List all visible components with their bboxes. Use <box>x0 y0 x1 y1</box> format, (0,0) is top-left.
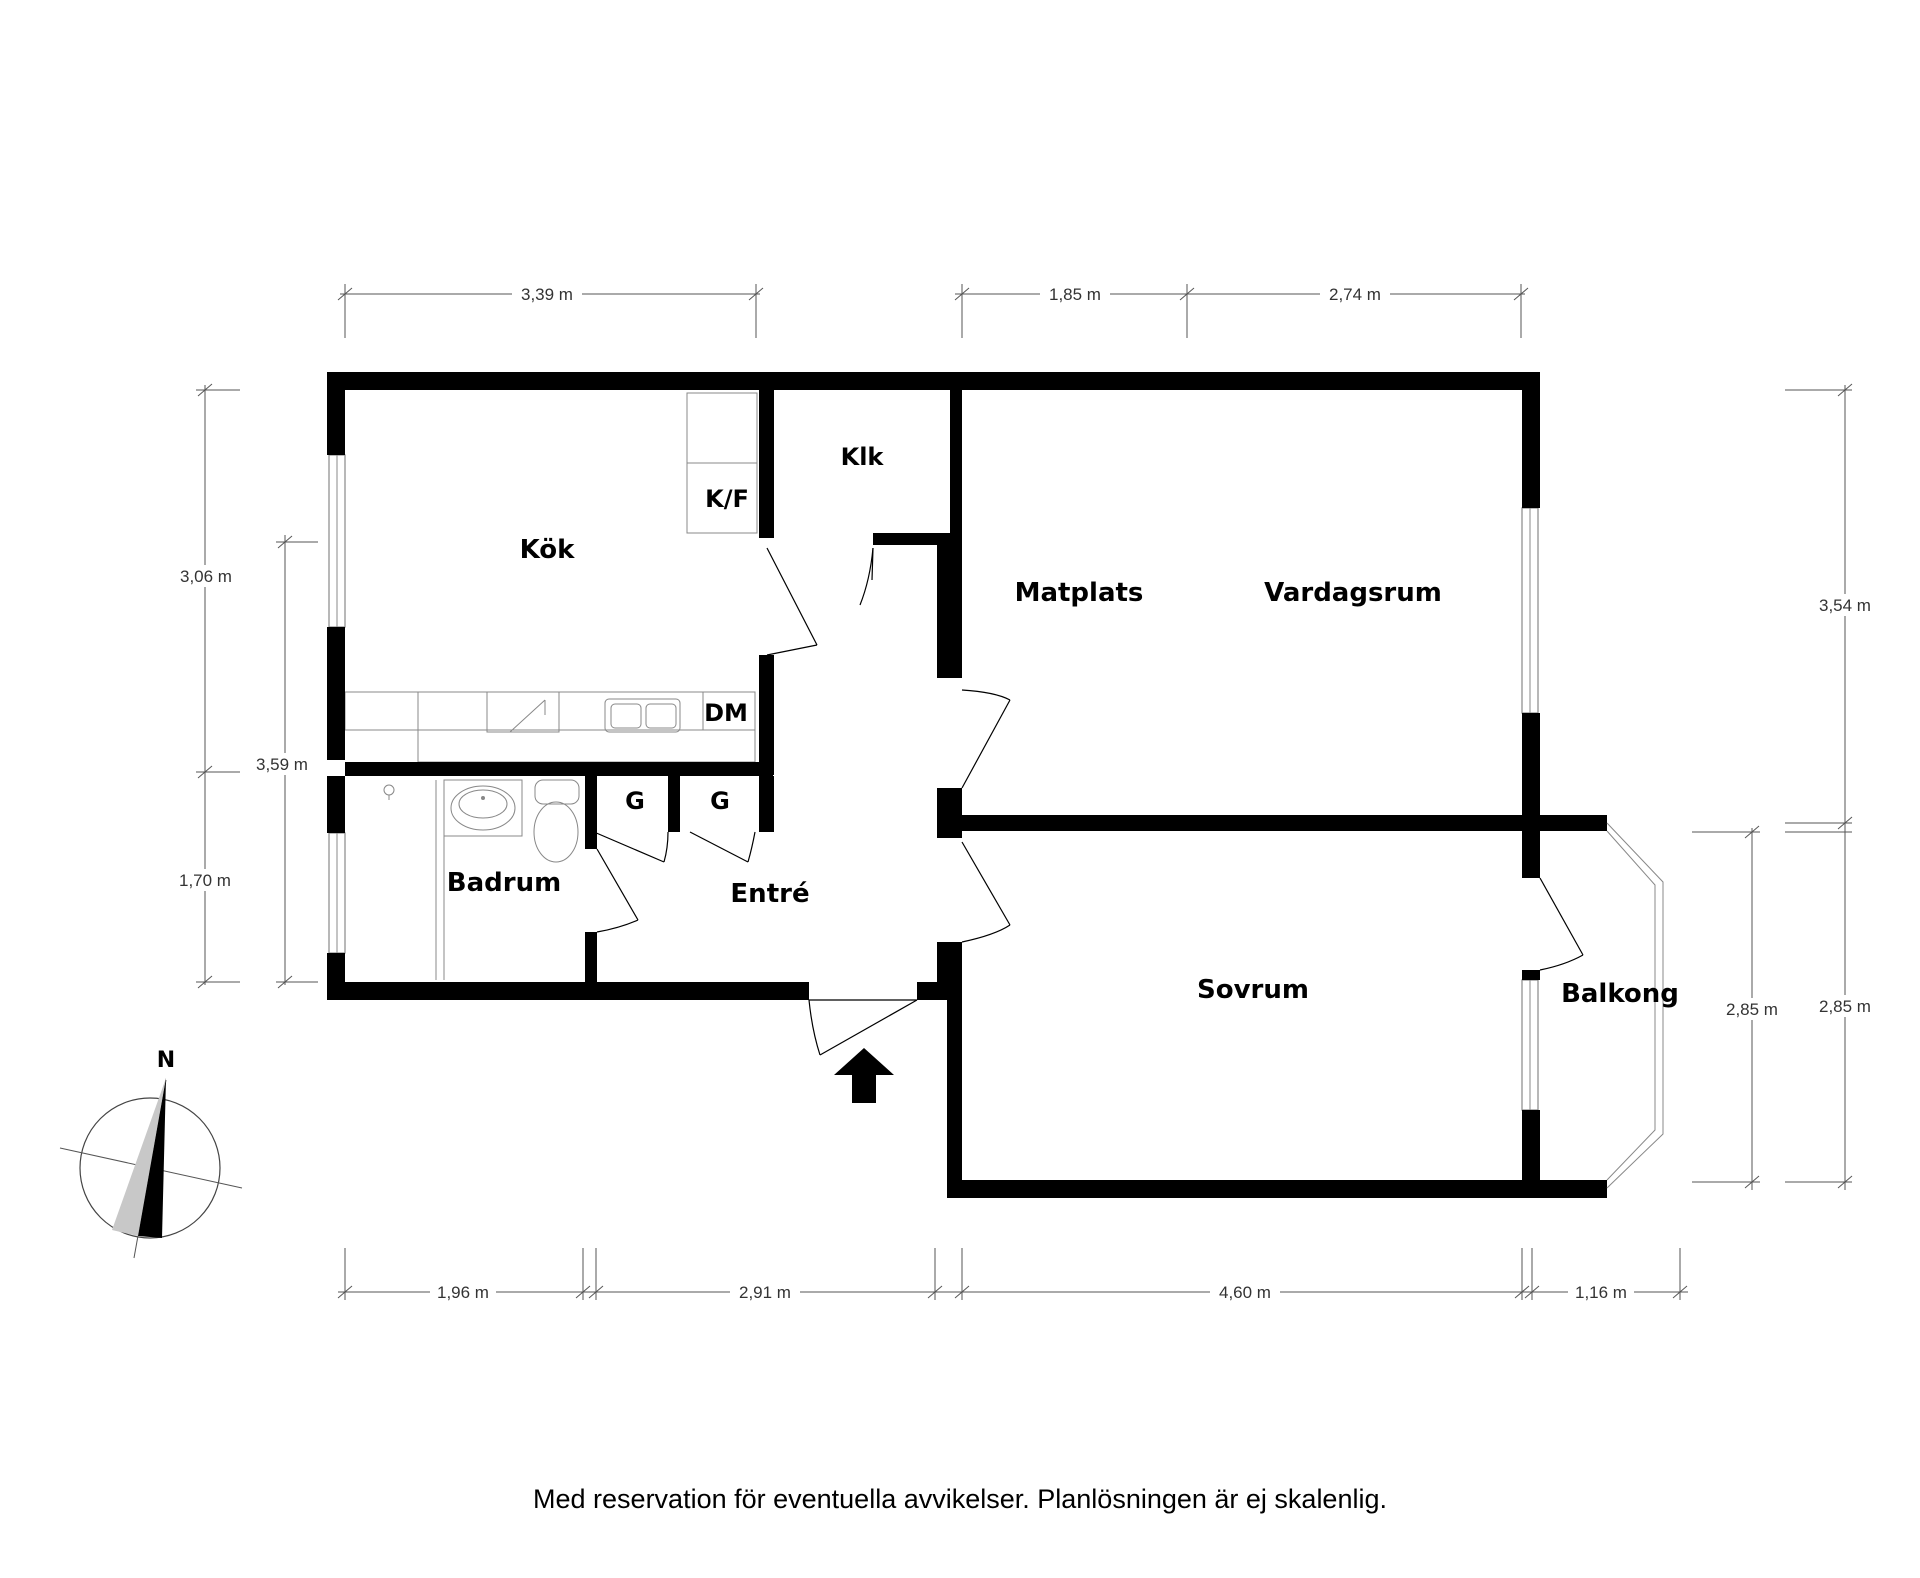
dim-bottom-1: 1,96 m <box>437 1283 489 1302</box>
balcony-outline <box>1606 822 1664 1189</box>
room-vardagsrum: Vardagsrum <box>1264 578 1442 608</box>
entrance-arrow-icon <box>834 1048 894 1103</box>
dim-top-left: 3,39 m <box>521 285 573 304</box>
room-kf: K/F <box>705 485 749 513</box>
dim-bottom-3: 4,60 m <box>1219 1283 1271 1302</box>
room-matplats: Matplats <box>1015 578 1144 608</box>
dim-right-upper: 3,54 m <box>1819 596 1871 615</box>
compass-north-label: N <box>157 1048 175 1073</box>
room-labels: Kök K/F Klk Matplats Vardagsrum DM G G B… <box>447 443 1679 1009</box>
dim-bottom-2: 2,91 m <box>739 1283 791 1302</box>
doors <box>593 547 1584 1056</box>
dim-top-mid: 1,85 m <box>1049 285 1101 304</box>
walls <box>327 372 1607 1198</box>
dim-bottom-4: 1,16 m <box>1575 1283 1627 1302</box>
compass-needle-light <box>112 1078 166 1236</box>
room-dm: DM <box>704 699 748 727</box>
dimension-labels: 3,39 m 1,85 m 2,74 m 3,06 m 3,59 m 1,70 … <box>170 282 1880 1303</box>
compass: N <box>59 1048 243 1259</box>
room-kok: Kök <box>520 535 576 565</box>
room-g1: G <box>625 787 645 815</box>
disclaimer-text: Med reservation för eventuella avvikelse… <box>533 1484 1387 1514</box>
room-sovrum: Sovrum <box>1197 975 1309 1005</box>
room-klk: Klk <box>841 443 885 471</box>
dim-top-right: 2,74 m <box>1329 285 1381 304</box>
room-g2: G <box>710 787 730 815</box>
dim-right-inner: 2,85 m <box>1726 1000 1778 1019</box>
dim-left-upper: 3,06 m <box>180 567 232 586</box>
room-badrum: Badrum <box>447 868 561 898</box>
room-entre: Entré <box>730 879 809 909</box>
dim-right-outer: 2,85 m <box>1819 997 1871 1016</box>
windows <box>328 454 1539 1111</box>
dim-left-lower: 1,70 m <box>179 871 231 890</box>
compass-needle-dark <box>138 1078 166 1238</box>
dim-left-outer: 3,59 m <box>256 755 308 774</box>
room-balkong: Balkong <box>1561 979 1679 1009</box>
